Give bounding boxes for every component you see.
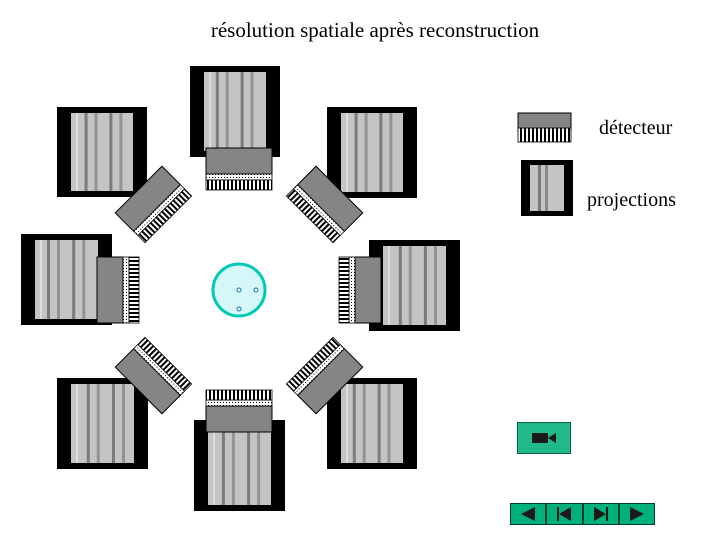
video-camera-icon: [532, 433, 556, 443]
legend-projections-label: projections: [587, 189, 676, 211]
object-point: [253, 287, 259, 293]
arrow-left-icon: [521, 507, 536, 521]
previous-button[interactable]: [510, 503, 547, 525]
arrow-right-icon: [629, 507, 644, 521]
projection-top-right: [327, 107, 417, 198]
camera-button[interactable]: [517, 422, 571, 454]
object-phantom: [211, 262, 267, 318]
object-point: [236, 287, 242, 293]
projection-bottom-right: [327, 378, 417, 469]
projection-right: [369, 240, 460, 331]
object-point: [236, 306, 242, 312]
first-button[interactable]: [546, 503, 583, 525]
projection-bottom-left: [57, 378, 148, 469]
detector-left: [96, 256, 140, 324]
next-button[interactable]: [618, 503, 655, 525]
projection-bottom: [194, 420, 285, 511]
skip-to-start-icon: [557, 507, 572, 521]
last-button[interactable]: [582, 503, 619, 525]
legend-projection-swatch: [521, 160, 573, 216]
legend-detector-label: détecteur: [599, 117, 673, 139]
skip-to-end-icon: [593, 507, 608, 521]
detector-top: [205, 147, 273, 191]
legend-detector-swatch: [517, 112, 572, 143]
navigation-bar: [510, 503, 655, 527]
projection-top: [190, 66, 280, 157]
projection-top-left: [57, 107, 147, 197]
detector-bottom: [205, 389, 273, 433]
detector-right: [338, 256, 382, 324]
diagram-title: résolution spatiale après reconstruction: [210, 18, 540, 42]
